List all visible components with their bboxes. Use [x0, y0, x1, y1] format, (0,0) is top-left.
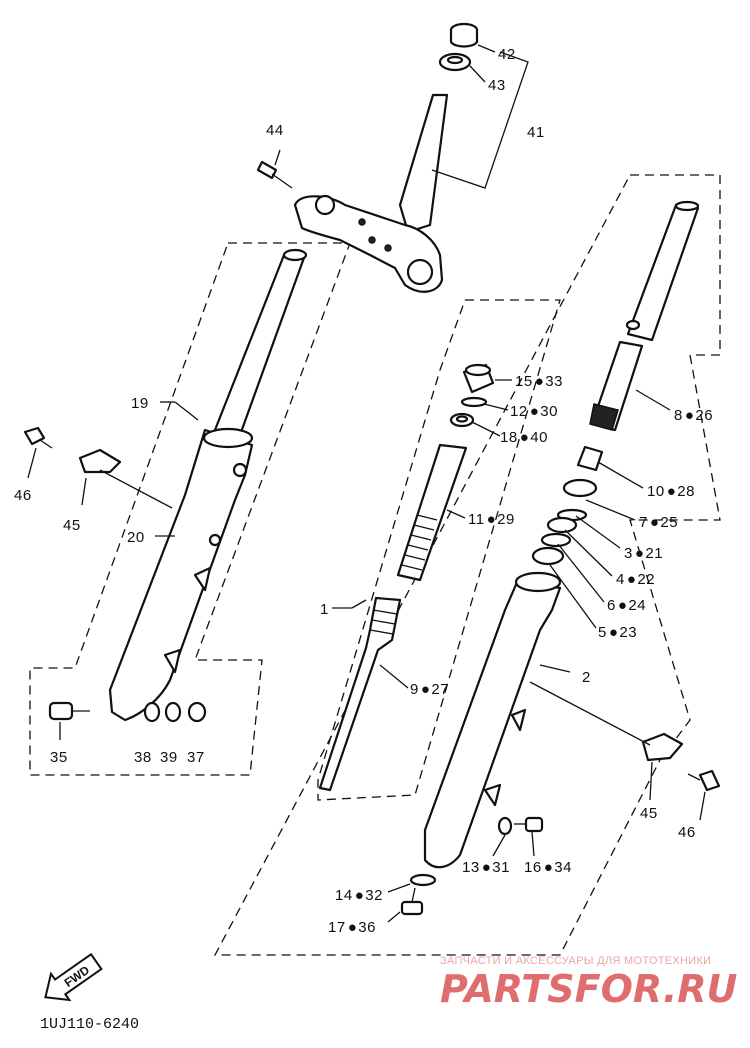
steering-stem-assembly: [293, 93, 449, 293]
right-inner-tube: [625, 200, 700, 342]
cap-bolt: [462, 363, 495, 394]
label-11: 11●29: [468, 511, 515, 528]
label-9: 9●27: [410, 681, 449, 698]
label-17: 17●36: [328, 919, 376, 936]
label-20: 20: [127, 529, 145, 546]
base-bolt: [400, 887, 424, 916]
o-ring-cap: [460, 396, 488, 408]
diagram-code: 1UJ110-6240: [40, 1016, 139, 1033]
leader-lines: [27, 44, 706, 923]
damper-rod: [318, 596, 402, 792]
label-35: 35: [50, 749, 68, 766]
label-46-right: 46: [678, 824, 696, 841]
left-hose-bracket: [78, 448, 122, 474]
label-2: 2: [582, 669, 591, 686]
label-41: 41: [527, 124, 545, 141]
right-outer-tube: [423, 571, 562, 869]
label-10: 10●28: [647, 483, 695, 500]
right-outer-tube-upper: [589, 340, 644, 432]
left-bracket-bolt: [23, 426, 53, 449]
label-1: 1: [320, 601, 329, 618]
oil-seal-stack: [531, 445, 604, 566]
base-gasket: [409, 873, 437, 887]
label-45-left: 45: [63, 517, 81, 534]
label-38: 38: [134, 749, 152, 766]
right-hose-bracket: [641, 732, 684, 762]
label-7: 7●25: [639, 514, 678, 531]
label-14: 14●32: [335, 887, 383, 904]
drain-bolt: [514, 816, 544, 833]
left-inner-tube: [213, 248, 308, 437]
fwd-arrow-icon: FWD: [44, 952, 103, 1002]
label-3: 3●21: [624, 545, 663, 562]
drain-washer: [497, 816, 513, 836]
label-16: 16●34: [524, 859, 572, 876]
label-13: 13●31: [462, 859, 510, 876]
left-washer: [143, 701, 161, 723]
bracket-bolt: [256, 160, 293, 189]
left-outer-tube: [108, 427, 254, 722]
stem-nut: [449, 22, 479, 48]
spacer-collar: [449, 412, 475, 428]
inner-parts-group-outline: [317, 299, 561, 801]
label-12: 12●30: [510, 403, 558, 420]
label-8: 8●26: [674, 407, 713, 424]
left-nut: [187, 701, 207, 723]
label-19: 19: [131, 395, 149, 412]
label-5: 5●23: [598, 624, 637, 641]
right-bracket-bolt: [687, 769, 721, 792]
label-6: 6●24: [607, 597, 646, 614]
watermark-subtitle: ЗАПЧАСТИ И АКСЕССУАРЫ ДЛЯ МОТОТЕХНИКИ: [440, 955, 711, 967]
fork-spring: [396, 443, 468, 582]
label-45-right: 45: [640, 805, 658, 822]
label-15: 15●33: [515, 373, 563, 390]
right-fork-group-outline: [213, 174, 721, 956]
axle-pinch-bolt: [48, 701, 90, 721]
watermark-brand: PARTSFOR.RU: [440, 967, 738, 1011]
label-46-left: 46: [14, 487, 32, 504]
label-42: 42: [498, 46, 516, 63]
label-43: 43: [488, 77, 506, 94]
label-18: 18●40: [500, 429, 548, 446]
label-4: 4●22: [616, 571, 655, 588]
label-39: 39: [160, 749, 178, 766]
left-fork-group-outline: [29, 242, 351, 776]
left-spring-washer: [164, 701, 182, 723]
stem-washer: [438, 52, 472, 72]
label-37: 37: [187, 749, 205, 766]
label-44: 44: [266, 122, 284, 139]
